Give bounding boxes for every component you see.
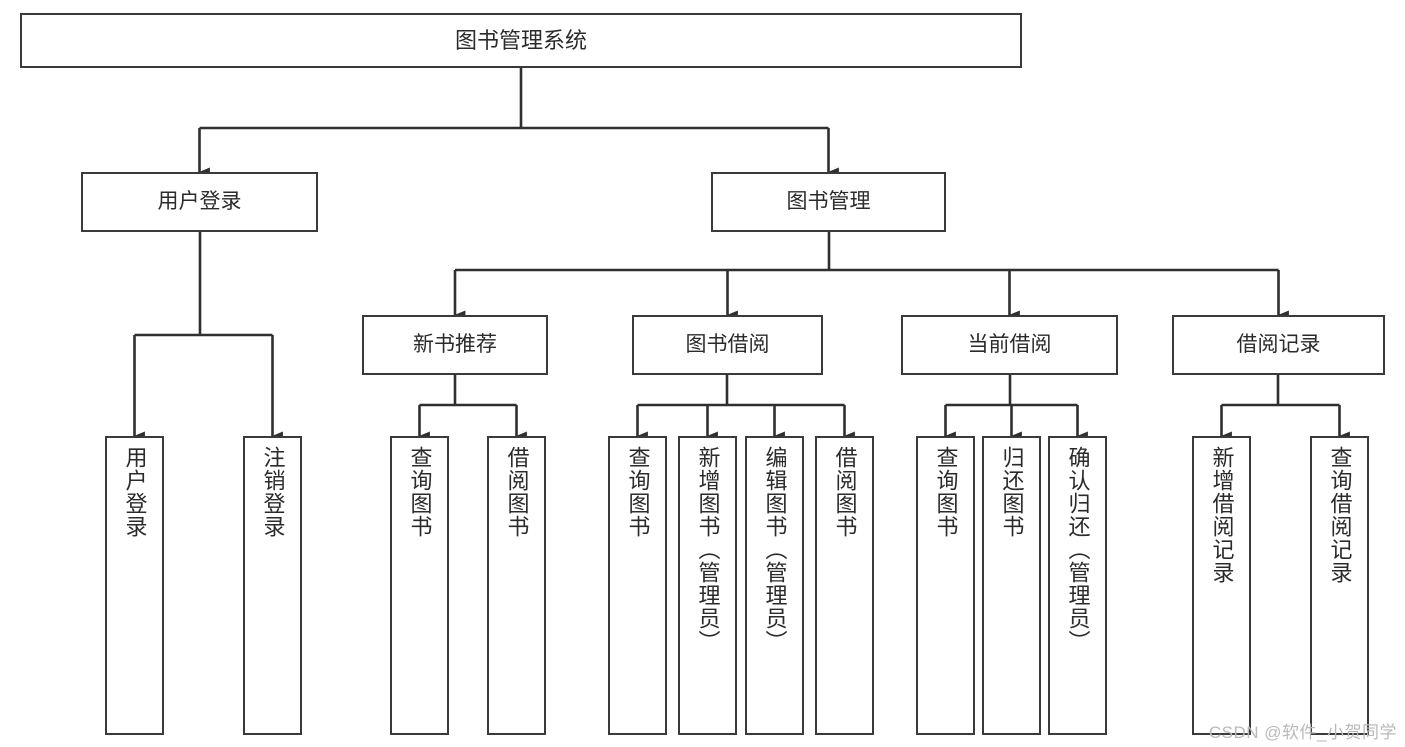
node-label: 借阅图书 [504,446,530,538]
node-label: 新增图书（管理员） [695,446,721,653]
node-label: 当前借阅 [967,332,1052,356]
node-leaf9[interactable]: 查询图书 [916,436,975,735]
node-leaf5[interactable]: 查询图书 [608,436,667,735]
node-leaf4[interactable]: 借阅图书 [487,436,546,735]
node-leaf7[interactable]: 编辑图书（管理员） [745,436,804,735]
node-label: 归还图书 [999,446,1025,538]
node-leaf13[interactable]: 查询借阅记录 [1310,436,1369,735]
node-label: 注销登录 [260,446,286,538]
node-label: 编辑图书（管理员） [762,446,788,653]
node-label: 确认归还（管理员） [1065,446,1091,653]
node-label: 图书管理 [786,189,871,213]
node-label: 查询图书 [407,446,433,538]
node-label: 查询图书 [625,446,651,538]
node-leaf2[interactable]: 注销登录 [243,436,302,735]
node-borrow[interactable]: 图书借阅 [632,315,823,375]
node-login[interactable]: 用户登录 [81,172,318,232]
node-current[interactable]: 当前借阅 [901,315,1118,375]
node-label: 借阅记录 [1236,332,1321,356]
node-label: 新增借阅记录 [1209,446,1235,584]
node-leaf10[interactable]: 归还图书 [982,436,1041,735]
node-label: 用户登录 [122,446,148,538]
node-label: 图书借阅 [685,332,770,356]
node-label: 用户登录 [157,189,242,213]
node-leaf8[interactable]: 借阅图书 [815,436,874,735]
node-leaf11[interactable]: 确认归还（管理员） [1048,436,1107,735]
node-leaf6[interactable]: 新增图书（管理员） [678,436,737,735]
node-leaf1[interactable]: 用户登录 [105,436,164,735]
node-leaf3[interactable]: 查询图书 [390,436,449,735]
node-label: 查询图书 [933,446,959,538]
node-bookmgmt[interactable]: 图书管理 [711,172,946,232]
node-leaf12[interactable]: 新增借阅记录 [1192,436,1251,735]
node-newbooks[interactable]: 新书推荐 [362,315,548,375]
node-label: 图书管理系统 [454,27,587,53]
node-label: 借阅图书 [832,446,858,538]
node-root[interactable]: 图书管理系统 [20,13,1022,68]
node-label: 查询借阅记录 [1327,446,1353,584]
node-records[interactable]: 借阅记录 [1172,315,1385,375]
node-label: 新书推荐 [413,332,497,356]
